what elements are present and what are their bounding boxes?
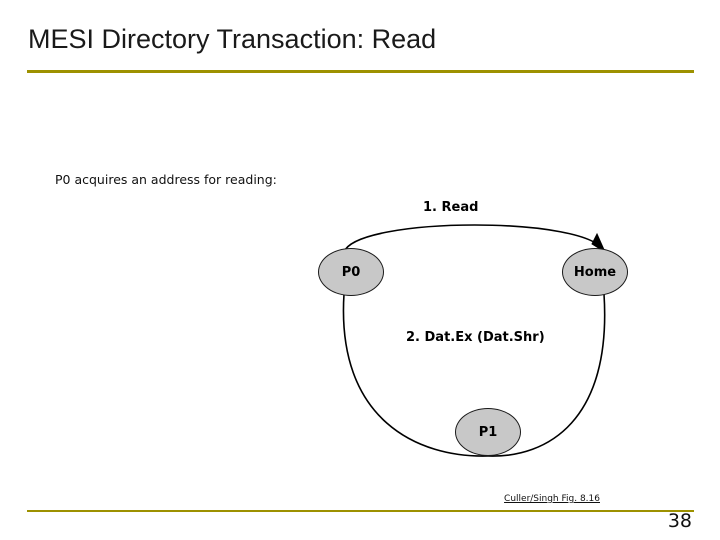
- node-p1-label: P1: [478, 424, 498, 440]
- edge-label-datex: 2. Dat.Ex (Dat.Shr): [406, 330, 545, 345]
- edge-datex-path-left: [342, 293, 489, 457]
- footer-divider: [27, 510, 694, 512]
- title-divider: [27, 70, 694, 73]
- body-caption: P0 acquires an address for reading:: [55, 172, 277, 187]
- node-home: Home: [562, 248, 628, 296]
- edge-datex-path-right: [487, 293, 606, 457]
- edge-read-path: [343, 224, 605, 253]
- node-p1: P1: [455, 408, 521, 456]
- mesi-read-diagram: P0 Home P1 1. Read 2. Dat.Ex (Dat.Shr): [300, 190, 680, 480]
- diagram-edges: [342, 224, 607, 457]
- page-title: MESI Directory Transaction: Read: [28, 24, 437, 54]
- node-home-label: Home: [573, 264, 617, 280]
- node-p0-label: P0: [341, 264, 361, 280]
- source-credit: Culler/Singh Fig. 8.16: [504, 494, 600, 504]
- edge-label-read: 1. Read: [423, 200, 479, 215]
- page-number: 38: [667, 510, 692, 532]
- node-p0: P0: [318, 248, 384, 296]
